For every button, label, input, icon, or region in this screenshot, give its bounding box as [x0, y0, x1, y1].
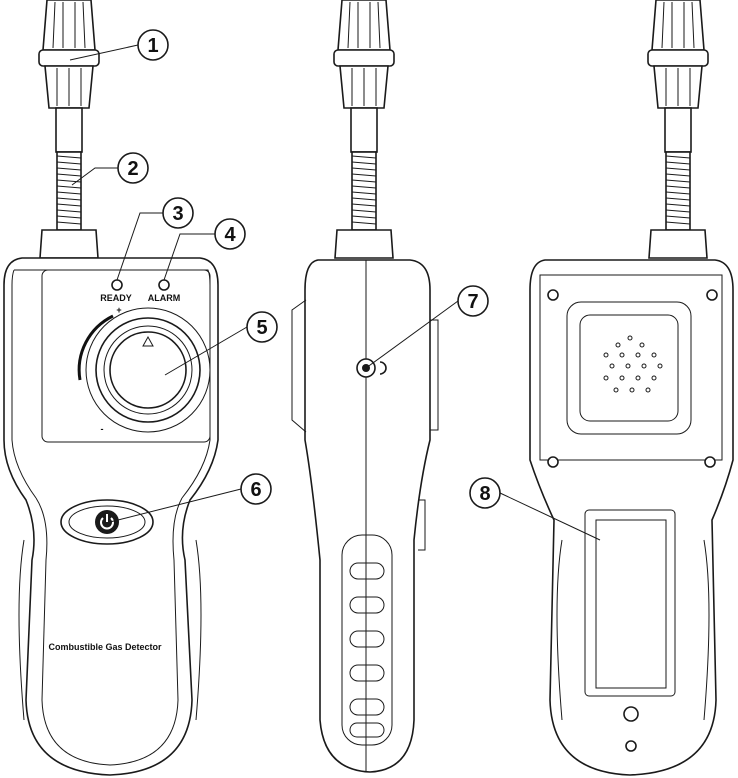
callout-4: 4	[214, 218, 246, 250]
earphone-icon	[379, 361, 387, 375]
callout-number: 5	[256, 317, 267, 339]
front-view: READY ALARM + - Combustible Gas Detector	[3, 0, 219, 776]
callout-3: 3	[162, 197, 194, 229]
triangle-marker-icon	[142, 335, 154, 347]
callout-5: 5	[246, 311, 278, 343]
callout-number: 2	[127, 158, 138, 180]
gas-probe	[38, 0, 100, 259]
ready-label: READY	[100, 293, 132, 303]
side-grip	[341, 534, 393, 746]
side-body	[304, 259, 431, 773]
callout-1: 1	[137, 29, 169, 61]
power-button[interactable]	[60, 499, 154, 545]
callout-6: 6	[240, 473, 272, 505]
gas-probe	[647, 0, 709, 259]
callout-8: 8	[469, 477, 501, 509]
speaker-grille	[603, 335, 663, 393]
back-view	[529, 0, 734, 776]
callout-2: 2	[117, 152, 149, 184]
grip-ridges	[349, 562, 385, 738]
callout-number: 4	[224, 224, 236, 246]
gas-probe	[333, 0, 395, 259]
plus-label: +	[116, 305, 121, 315]
callout-number: 7	[467, 291, 478, 313]
alarm-label: ALARM	[148, 293, 181, 303]
alarm-led	[158, 279, 170, 291]
sensitivity-scale-arc	[77, 314, 114, 381]
callout-number: 3	[172, 203, 183, 225]
speaker-housing	[566, 301, 692, 435]
side-view	[291, 0, 439, 773]
callout-7: 7	[457, 285, 489, 317]
minus-label: -	[101, 424, 104, 434]
product-name: Combustible Gas Detector	[48, 642, 162, 652]
sensitivity-knob[interactable]	[85, 307, 211, 433]
callout-number: 8	[479, 483, 490, 505]
ready-led	[111, 279, 123, 291]
back-body	[529, 259, 734, 776]
callout-leaders	[69, 44, 601, 541]
callout-number: 6	[250, 479, 261, 501]
callout-number: 1	[147, 35, 158, 57]
battery-cover-label	[584, 509, 676, 697]
screw-icons	[547, 289, 718, 752]
callout-numbers: 1 2 3 4 5 6 7 8	[117, 29, 501, 509]
